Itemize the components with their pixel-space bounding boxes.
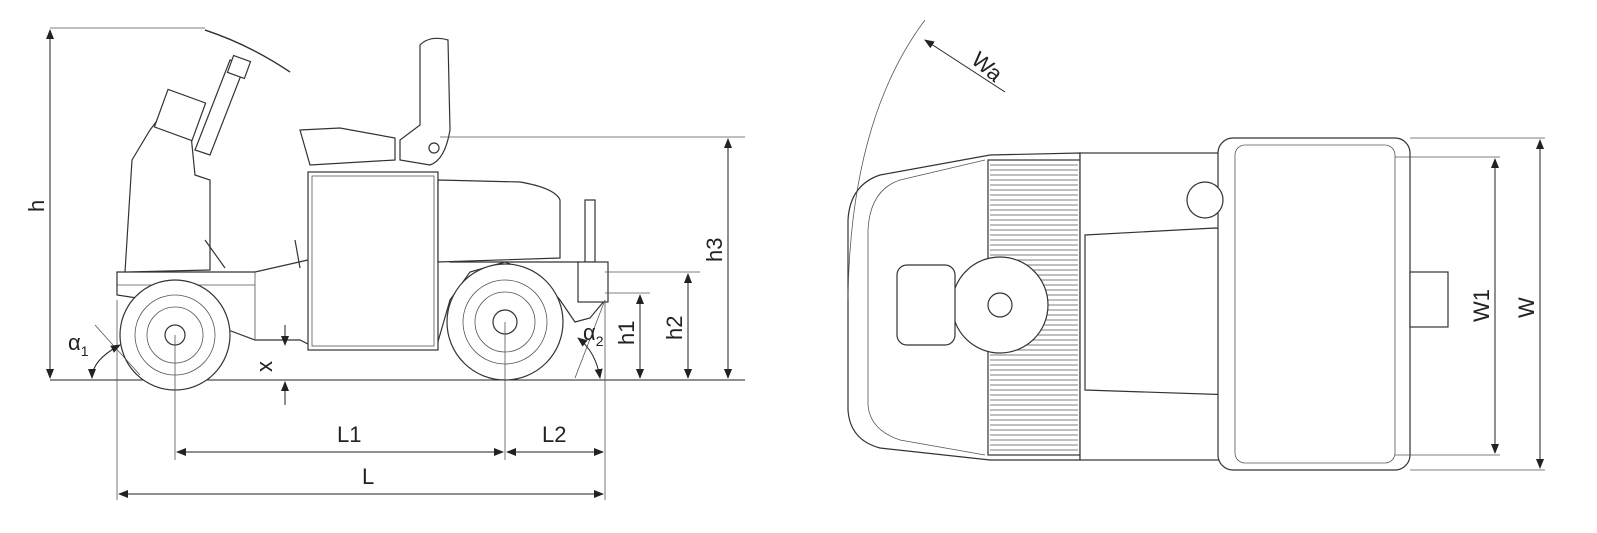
label-h2: h2 — [662, 316, 687, 340]
label-L1: L1 — [337, 422, 361, 447]
label-W1: W1 — [1469, 289, 1494, 322]
battery-cabinet — [307, 171, 439, 351]
label-h: h — [24, 200, 49, 212]
label-h3: h3 — [702, 238, 727, 262]
steering-wheel-top — [951, 256, 1049, 354]
tow-coupling — [577, 261, 609, 303]
steering-column — [124, 109, 211, 273]
rear-hood — [437, 179, 561, 263]
label-W: W — [1514, 297, 1539, 318]
label-L: L — [362, 464, 374, 489]
label-x: x — [252, 361, 277, 372]
seat-back — [399, 37, 451, 166]
label-alpha2: α2 — [583, 320, 604, 349]
label-L2: L2 — [542, 422, 566, 447]
top-view: Wa W W1 — [847, 19, 1545, 471]
label-h1: h1 — [614, 321, 639, 345]
seat-cushion — [299, 127, 396, 166]
label-Wa: Wa — [967, 47, 1008, 87]
label-alpha1: α1 — [68, 330, 89, 359]
rear-deck — [1217, 137, 1411, 471]
tow-hitch-top — [1409, 271, 1449, 328]
side-view: h α1 α2 x L1 L2 L h1 h2 h3 — [24, 27, 745, 500]
